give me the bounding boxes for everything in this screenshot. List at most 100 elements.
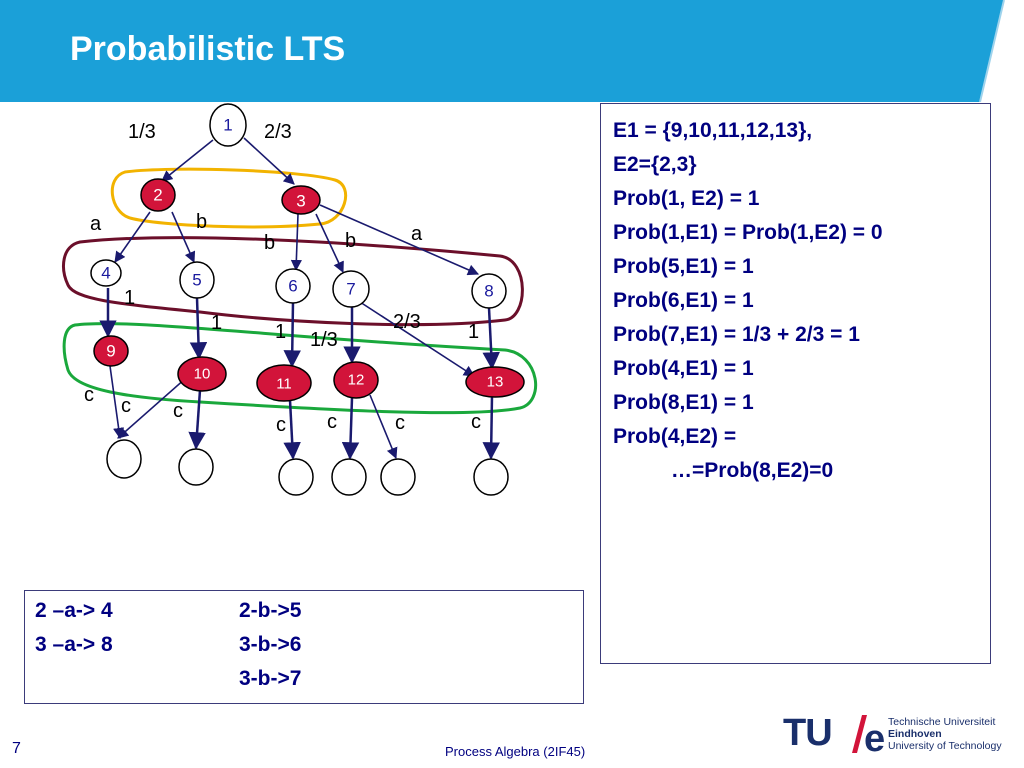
node-6-label: 6 [288, 277, 297, 296]
edge-label-action: c [276, 414, 286, 436]
prob-line: Prob(5,E1) = 1 [613, 255, 754, 278]
edge-11-c [283, 399, 301, 460]
edge-3-6 [290, 213, 302, 272]
node-13 [465, 366, 525, 398]
prob-line: E1 = {9,10,11,12,13}, [613, 119, 813, 142]
edge-label-prob: 1 [124, 287, 135, 309]
prob-line: Prob(1, E2) = 1 [613, 187, 760, 210]
transition-line: 2-b->5 [239, 599, 302, 622]
terminal-node [278, 458, 314, 496]
node-2 [140, 178, 176, 212]
node-7 [332, 270, 370, 308]
edge-label-prob: 2/3 [264, 121, 292, 143]
prob-line: Prob(4,E2) = [613, 425, 737, 448]
prob-line: Prob(6,E1) = 1 [613, 289, 754, 312]
node-7-label: 7 [346, 280, 355, 299]
slide-title: Probabilistic LTS [70, 30, 346, 68]
edge-label-prob: 1 [211, 312, 222, 334]
node-11-label: 11 [276, 376, 292, 393]
edge-1-3 [243, 137, 295, 185]
node-9-label: 9 [106, 342, 115, 361]
transition-line: 2 –a-> 4 [35, 599, 113, 622]
edge-label-action: b [196, 211, 207, 233]
terminal-node [106, 439, 142, 479]
edge-12-c-a [341, 397, 360, 460]
edge-5-10 [189, 297, 208, 360]
terminal-node [473, 458, 509, 496]
edge-2-4 [114, 211, 151, 263]
node-9 [93, 335, 129, 367]
terminal-node [331, 458, 367, 496]
node-10 [177, 356, 227, 392]
node-2-label: 2 [153, 186, 162, 205]
edge-label-action: c [471, 411, 481, 433]
edge-1-2 [161, 139, 214, 182]
node-3-label: 3 [296, 192, 305, 211]
edge-label-prob: 1/3 [310, 329, 338, 351]
prob-line: Prob(7,E1) = 1/3 + 2/3 = 1 [613, 323, 860, 346]
footer-course-title: Process Algebra (2IF45) [445, 744, 586, 759]
prob-line: Prob(8,E1) = 1 [613, 391, 754, 414]
edge-label-action: a [90, 213, 102, 235]
node-6 [275, 268, 311, 304]
edge-3-8 [319, 204, 480, 276]
transition-line: 3-b->6 [239, 633, 302, 656]
node-12-label: 12 [348, 372, 365, 389]
edge-label-prob: 1 [275, 321, 286, 343]
node-1 [209, 103, 247, 147]
prob-line: …=Prob(8,E2)=0 [671, 459, 834, 482]
node-3 [281, 185, 321, 215]
group-e1-outline [62, 322, 537, 415]
edge-12-c-b [369, 394, 398, 460]
terminal-node [380, 458, 416, 496]
node-5-label: 5 [192, 271, 201, 290]
edge-10-c-b [188, 389, 206, 450]
terminal-node [178, 448, 214, 486]
node-8-label: 8 [484, 282, 493, 301]
edge-7-13 [359, 301, 475, 377]
edge-label-action: c [173, 400, 183, 422]
group-level2-outline [62, 236, 524, 327]
edge-label-action: b [345, 230, 356, 252]
edge-label-prob: 1/3 [128, 121, 156, 143]
edge-label-action: c [395, 412, 405, 434]
edge-label-action: c [121, 395, 131, 417]
node-10-label: 10 [194, 366, 211, 383]
prob-line: Prob(1,E1) = Prob(1,E2) = 0 [613, 221, 883, 244]
edge-label-action: a [411, 223, 423, 245]
edge-label-action: c [327, 411, 337, 433]
edge-label-action: c [84, 384, 94, 406]
tue-logo-e: e [864, 718, 885, 757]
node-4 [90, 259, 122, 287]
logo-line: Technische Universiteit [888, 716, 996, 728]
node-1-label: 1 [223, 116, 232, 135]
tue-logo-mark: TU [783, 712, 833, 754]
edge-label-action: b [264, 232, 275, 254]
node-12 [333, 361, 379, 399]
node-4-label: 4 [101, 264, 110, 283]
edge-6-11 [283, 301, 301, 368]
transition-line: 3 –a-> 8 [35, 633, 113, 656]
edge-2-5 [171, 211, 196, 264]
node-5 [179, 261, 215, 299]
transitions-box: 2 –a-> 4 3 –a-> 8 2-b->5 3-b->6 3-b->7 [24, 590, 584, 704]
logo-line: University of Technology [888, 740, 1002, 752]
tue-logo-slash-icon: e [852, 715, 885, 757]
edge-3-7 [315, 213, 344, 274]
edge-label-prob: 1 [468, 321, 479, 343]
node-11 [256, 364, 312, 402]
header-band [0, 0, 1005, 102]
prob-line: E2={2,3} [613, 153, 697, 176]
probability-box: E1 = {9,10,11,12,13}, E2={2,3} Prob(1, E… [600, 103, 991, 664]
prob-line: Prob(4,E1) = 1 [613, 357, 754, 380]
edge-10-c-a [117, 377, 187, 439]
page-number: 7 [12, 740, 21, 757]
transition-line: 3-b->7 [239, 667, 302, 690]
node-13-label: 13 [487, 374, 504, 391]
logo-line: Eindhoven [888, 728, 942, 740]
node-8 [471, 273, 507, 309]
edge-13-c [482, 395, 501, 460]
edge-9-c [109, 365, 125, 440]
lts-diagram: 1 2 3 4 5 6 7 8 9 10 11 12 13 1/3 2/3 a … [62, 103, 537, 496]
tue-logo-text: Technische Universiteit Eindhoven Univer… [888, 716, 1002, 752]
